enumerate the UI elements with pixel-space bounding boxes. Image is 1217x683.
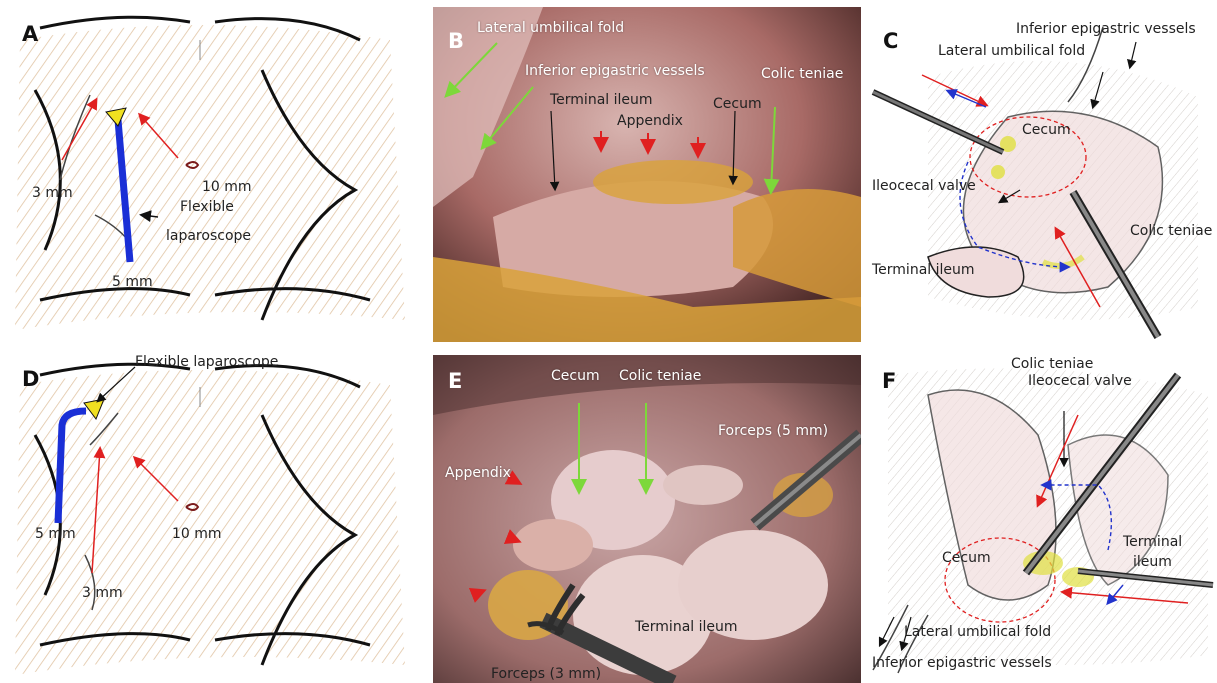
port-10mm-label: 10 mm	[172, 527, 222, 542]
inferior-epigastric-vessels-label: Inferior epigastric vessels	[872, 656, 1052, 671]
appendix-label: Appendix	[617, 114, 683, 129]
port-3mm-label: 3 mm	[82, 586, 123, 601]
ileocecal-valve-label: Ileocecal valve	[872, 179, 976, 194]
port-5mm-label: 5 mm	[35, 527, 76, 542]
cecum-label: Cecum	[713, 97, 762, 112]
flexible-label: Flexible	[180, 200, 234, 215]
terminal-ileum-label: Terminal ileum	[550, 93, 653, 108]
panel-a: A 3 mm 10 mm Flexible laparoscope 5 mm	[0, 0, 412, 341]
forceps-3mm-label: Forceps (3 mm)	[491, 667, 601, 682]
lateral-umbilical-fold-label: Lateral umbilical fold	[904, 625, 1051, 640]
panel-b: B Lateral umbilical fold Inferior epigas…	[433, 7, 861, 342]
panel-letter-a: A	[22, 22, 38, 46]
panel-e: E Cecum Colic teniae Forceps (5 mm) Appe…	[433, 355, 861, 683]
appendix-label: Appendix	[445, 466, 511, 481]
port-3mm-label: 3 mm	[32, 186, 73, 201]
lateral-umbilical-fold-label: Lateral umbilical fold	[477, 21, 624, 36]
laparoscopic-photo-b	[433, 7, 861, 342]
forceps-5mm-label: Forceps (5 mm)	[718, 424, 828, 439]
panel-f: F Colic teniae Ileocecal valve Terminal …	[868, 355, 1217, 683]
panel-c: C Inferior epigastric vessels Lateral um…	[868, 7, 1217, 342]
port-10mm-label: 10 mm	[202, 180, 252, 195]
panel-letter-b: B	[448, 29, 464, 53]
panel-letter-f: F	[882, 369, 896, 393]
colic-teniae-label: Colic teniae	[1130, 224, 1212, 239]
cecum-label: Cecum	[1022, 123, 1071, 138]
laparoscope-label: laparoscope	[166, 229, 251, 244]
ileum-label: ileum	[1133, 555, 1172, 570]
flexible-laparoscope-label: Flexible laparoscope	[135, 355, 278, 370]
terminal-ileum-label: Terminal ileum	[635, 620, 738, 635]
colic-teniae-label: Colic teniae	[1011, 357, 1093, 372]
panel-letter-d: D	[22, 367, 39, 391]
terminal-ileum-label: Terminal ileum	[872, 263, 975, 278]
cecum-label: Cecum	[551, 369, 600, 384]
ileocecal-valve-label: Ileocecal valve	[1028, 374, 1132, 389]
inferior-epigastric-vessels-label: Inferior epigastric vessels	[525, 64, 705, 79]
colic-teniae-label: Colic teniae	[761, 67, 843, 82]
panel-letter-c: C	[883, 29, 898, 53]
terminal-label: Terminal	[1123, 535, 1182, 550]
lateral-umbilical-fold-label: Lateral umbilical fold	[938, 44, 1085, 59]
panel-d: D Flexible laparoscope 5 mm 10 mm 3 mm	[0, 345, 412, 683]
abdomen-diagram-d	[0, 345, 412, 683]
cecum-label: Cecum	[942, 551, 991, 566]
inferior-epigastric-vessels-label: Inferior epigastric vessels	[1016, 22, 1196, 37]
abdomen-diagram-a	[0, 0, 412, 341]
panel-letter-e: E	[448, 369, 462, 393]
port-5mm-label: 5 mm	[112, 275, 153, 290]
colic-teniae-label: Colic teniae	[619, 369, 701, 384]
